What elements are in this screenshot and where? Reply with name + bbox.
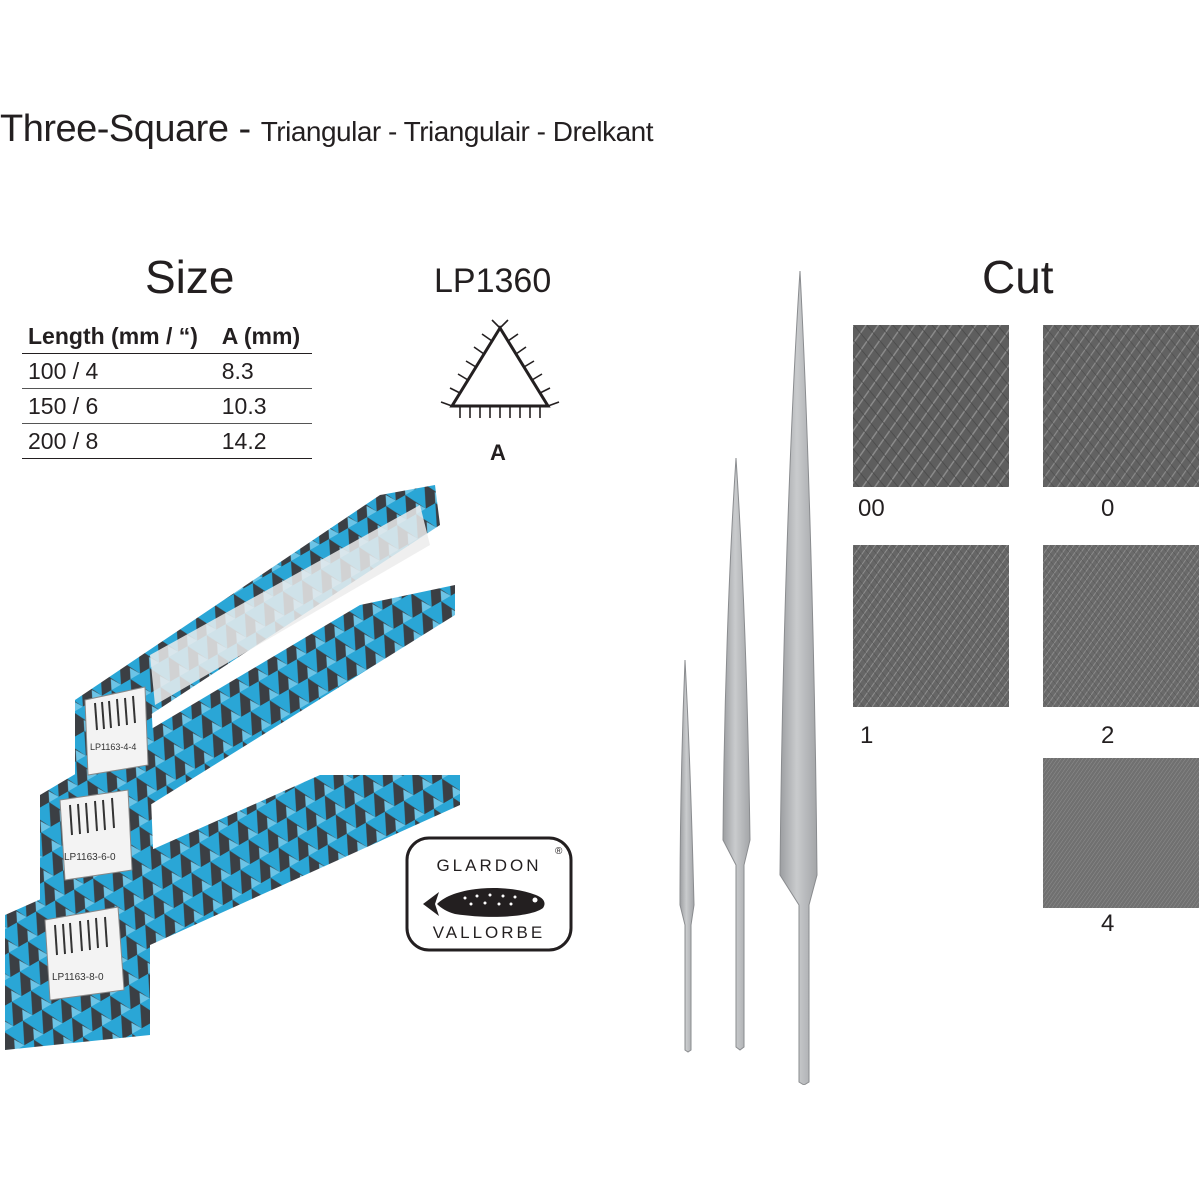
cut-swatch-2 <box>1043 545 1199 707</box>
glardon-vallorbe-logo: GLARDON ® VALLORBE <box>405 836 573 952</box>
size-heading: Size <box>145 251 235 303</box>
title-main: Three-Square - <box>0 108 261 150</box>
cut-swatch-00 <box>853 325 1009 487</box>
cut-label-1: 1 <box>860 722 874 749</box>
cut-label-0: 0 <box>1101 495 1115 522</box>
a-cell: 8.3 <box>215 353 312 389</box>
file-boxes-image: LP1163-8-0 LP1163-6-0 LP1163-4-4 <box>5 485 460 1050</box>
page-title: Three-Square - Triangular - Triangulair … <box>0 108 654 151</box>
length-cell: 100 / 4 <box>22 353 216 389</box>
cut-swatch-4 <box>1043 758 1199 908</box>
a-cell: 14.2 <box>215 423 312 459</box>
a-cell: 10.3 <box>215 388 312 424</box>
cut-heading: Cut <box>982 251 1054 303</box>
triangle-profile-icon <box>440 319 560 418</box>
fish-icon <box>423 888 545 917</box>
length-cell: 150 / 6 <box>22 388 216 424</box>
table-row: 100 / 4 8.3 <box>22 353 312 389</box>
registered-mark: ® <box>555 846 563 857</box>
cut-swatch-0 <box>1043 325 1199 487</box>
column-header-a: A (mm) <box>215 319 312 354</box>
cut-label-00: 00 <box>858 495 885 522</box>
column-header-length: Length (mm / “) <box>22 319 216 354</box>
size-table-header: Length (mm / “) A (mm) <box>22 319 312 354</box>
table-row: 150 / 6 10.3 <box>22 388 312 424</box>
box-label-3: LP1163-8-0 <box>52 972 104 983</box>
size-table: Length (mm / “) A (mm) 100 / 4 8.3 150 /… <box>22 319 312 459</box>
logo-bottom-text: VALLORBE <box>433 923 546 942</box>
cut-label-2: 2 <box>1101 722 1115 749</box>
title-sub: Triangular - Triangulair - Drelkant <box>260 116 654 147</box>
model-number: LP1360 <box>434 262 552 300</box>
cut-label-4: 4 <box>1101 910 1115 937</box>
logo-top-text: GLARDON <box>436 856 541 875</box>
triangular-files-image <box>679 270 818 1085</box>
cut-swatch-1 <box>853 545 1009 707</box>
box-label-2: LP1163-6-0 <box>64 852 116 863</box>
box-label-1: LP1163-4-4 <box>90 742 136 752</box>
table-row: 200 / 8 14.2 <box>22 423 312 459</box>
length-cell: 200 / 8 <box>22 423 216 459</box>
profile-dimension-label: A <box>490 440 506 465</box>
